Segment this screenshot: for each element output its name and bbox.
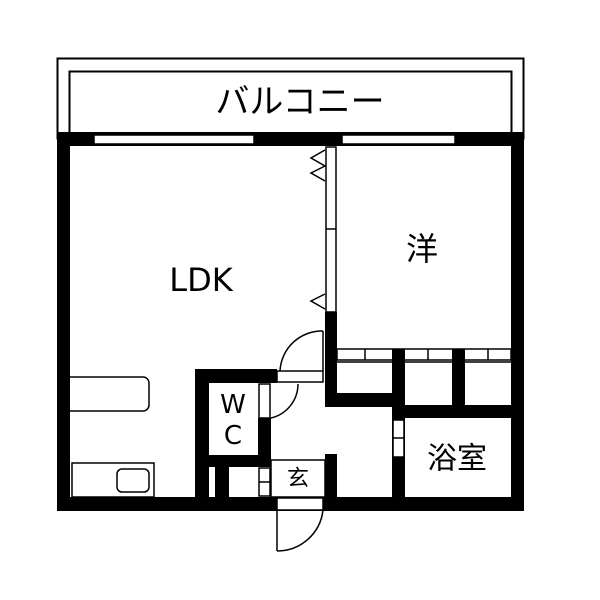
entrance-door	[276, 497, 324, 552]
kitchen-sink	[71, 462, 155, 498]
closets	[325, 348, 524, 497]
bathroom-label: 浴室	[427, 442, 487, 477]
entrance-label: 玄	[287, 467, 309, 492]
balcony-label: バルコニー	[215, 82, 384, 122]
sliding-door-partition	[309, 146, 337, 407]
ldk-door	[276, 330, 324, 383]
ldk-label: LDK	[169, 261, 233, 299]
shoe-cabinet-door	[258, 467, 271, 497]
window-western-room	[341, 134, 456, 145]
western-room-label: 洋	[406, 230, 438, 268]
wc-label-w: W	[220, 390, 246, 420]
entrance-area	[270, 454, 337, 498]
wc-walls	[195, 369, 277, 497]
wc-door	[258, 383, 299, 419]
bathroom-door	[392, 419, 405, 458]
kitchen-counter	[70, 376, 150, 412]
wc-label-c: C	[224, 421, 242, 451]
window-ldk	[93, 134, 255, 145]
